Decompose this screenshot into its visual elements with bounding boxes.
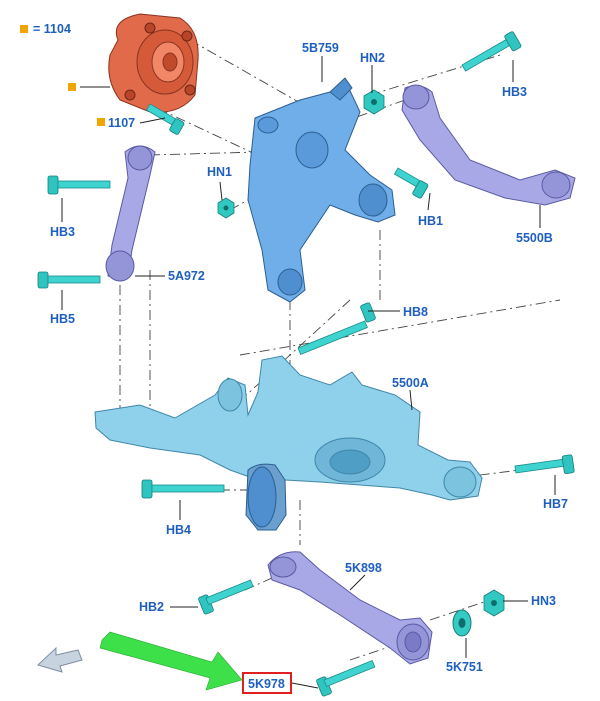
nut-hn2 [363,89,385,115]
label-hb3-top: HB3 [502,85,527,99]
label-5B759: 5B759 [302,41,339,55]
wheel-hub-assembly [108,13,199,113]
label-hn1: HN1 [207,165,232,179]
bolt-hb1 [393,167,429,199]
bolt-hb3-top [461,31,522,72]
label-5K978: 5K978 [248,677,285,691]
label-5K751: 5K751 [446,660,483,674]
arm-5500A [94,355,483,531]
bolt-hb2 [198,579,254,615]
label-hb1: HB1 [418,214,443,228]
label-hn3: HN3 [531,594,556,608]
label-hb3-left: HB3 [50,225,75,239]
link-5A972 [105,145,156,282]
legend-square-1107 [97,118,105,126]
label-5500A: 5500A [392,376,429,390]
leader-lines [61,56,556,689]
legend-square-1104 [20,25,28,33]
bolt-5K978 [316,659,376,697]
legend-label-1104: = 1104 [33,22,71,36]
bolt-hb3-left [47,175,111,195]
bolt-hb8 [297,302,376,356]
front-direction-arrow-icon [37,646,83,673]
nut-hn3 [483,589,505,617]
highlight-box-5K978 [242,672,292,694]
label-hb4: HB4 [166,523,191,537]
label-hb7: HB7 [543,497,568,511]
bolt-hb4 [141,479,225,499]
knuckle-5B759 [247,77,396,303]
label-1107: 1107 [108,116,135,130]
nut-hn1 [217,197,235,219]
bolt-hb7 [514,454,575,474]
green-pointer-arrow-icon [99,631,243,691]
label-hb8: HB8 [403,305,428,319]
link-5K898 [267,551,433,665]
label-5A972: 5A972 [168,269,205,283]
washer-5K751 [452,609,472,637]
label-5500B: 5500B [516,231,553,245]
label-hb2: HB2 [139,600,164,614]
label-hn2: HN2 [360,51,385,65]
bolt-1107 [145,103,185,135]
bolt-hb5 [37,271,101,289]
arm-5500B [401,84,576,206]
legend-square-hub [68,83,76,91]
label-hb5: HB5 [50,312,75,326]
label-5K898: 5K898 [345,561,382,575]
